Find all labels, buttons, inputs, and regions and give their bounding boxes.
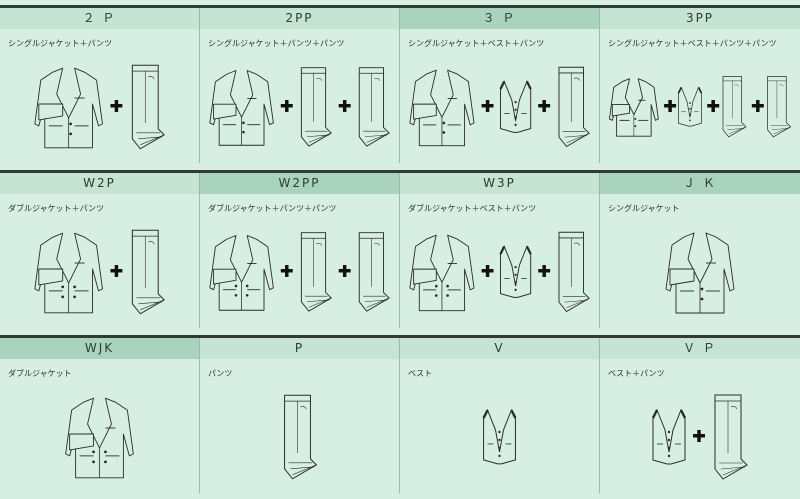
suit-illustration: [0, 378, 199, 488]
pants-icon: [714, 394, 748, 480]
pants-icon: [284, 394, 318, 480]
suit-description: パンツ: [208, 369, 233, 378]
plus-icon: [481, 265, 494, 277]
single-jacket-icon: [209, 70, 274, 146]
suit-illustration: [600, 213, 800, 323]
single-jacket-icon: [409, 69, 475, 147]
suit-row: W2P ダブルジャケット＋パンツ W2PP ダブルジャケット＋パンツ＋パンツ W3P ダブ…: [0, 170, 800, 328]
suit-description: シングルジャケット＋パンツ: [8, 39, 112, 48]
plus-icon: [538, 100, 551, 112]
plus-icon: [280, 265, 293, 277]
suit-code-header: W2P: [0, 173, 199, 194]
plus-icon: [280, 100, 293, 112]
vest-icon: [482, 408, 517, 465]
pants-icon: [358, 232, 390, 312]
plus-icon: [338, 100, 351, 112]
single-jacket-icon: [665, 232, 735, 314]
suit-cell: W2PP ダブルジャケット＋パンツ＋パンツ: [200, 173, 400, 328]
suit-code-header: Ｊ Ｋ: [600, 173, 800, 194]
plus-icon: [707, 100, 720, 112]
pants-icon: [300, 232, 332, 312]
suit-illustration: [0, 48, 199, 158]
suit-illustration: [600, 378, 800, 488]
suit-illustration: [200, 378, 399, 488]
vest-icon: [677, 86, 703, 127]
plus-icon: [538, 265, 551, 277]
vest-icon: [651, 408, 687, 465]
pants-icon: [131, 64, 165, 150]
suit-description: シングルジャケット＋パンツ＋パンツ: [208, 39, 345, 48]
suit-cell: WJK ダブルジャケット: [0, 338, 200, 493]
suit-illustration: [200, 213, 399, 323]
suit-description: ダブルジャケット＋パンツ: [8, 204, 104, 213]
suit-cell: Ｊ Ｋ シングルジャケット: [600, 173, 800, 328]
suit-cell: Ｖ Ｐ ベスト＋パンツ: [600, 338, 800, 493]
plus-icon: [338, 265, 351, 277]
suit-cell: V ベスト: [400, 338, 600, 493]
suit-cell: W3P ダブルジャケット＋ベスト＋パンツ: [400, 173, 600, 328]
single-jacket-icon: [34, 67, 103, 149]
suit-code-header: Ｖ Ｐ: [600, 338, 800, 359]
suit-description: ダブルジャケット＋パンツ＋パンツ: [208, 204, 337, 213]
plus-icon: [110, 100, 123, 112]
suit-cell: ３ Ｐ シングルジャケット＋ベスト＋パンツ: [400, 8, 600, 163]
plus-icon: [693, 430, 705, 442]
plus-icon: [751, 100, 764, 112]
double-jacket-icon: [34, 232, 103, 314]
suit-code-header: V: [400, 338, 599, 359]
plus-icon: [110, 265, 123, 277]
suit-row: WJK ダブルジャケット P パンツ V ベスト Ｖ Ｐ ベスト＋パンツ: [0, 335, 800, 493]
suit-code-header: ３ Ｐ: [400, 8, 599, 29]
suit-description: シングルジャケット: [608, 204, 680, 213]
pants-icon: [767, 76, 792, 138]
plus-icon: [664, 100, 677, 112]
suit-description: シングルジャケット＋ベスト＋パンツ: [408, 39, 545, 48]
suit-illustration: [400, 378, 599, 488]
suit-description: ダブルジャケット＋ベスト＋パンツ: [408, 204, 537, 213]
suit-illustration: [200, 48, 399, 158]
suit-code-header: 3PP: [600, 8, 800, 29]
double-jacket-icon: [409, 234, 475, 312]
pants-icon: [558, 66, 590, 148]
suit-description: ベスト: [408, 369, 433, 378]
suit-code-header: 2PP: [200, 8, 399, 29]
pants-icon: [558, 231, 590, 313]
suit-cell: P パンツ: [200, 338, 400, 493]
pants-icon: [722, 76, 747, 138]
suit-illustration: [0, 213, 199, 323]
suit-description: ダブルジャケット: [8, 369, 72, 378]
pants-icon: [300, 67, 332, 147]
suit-cell: ２ Ｐ シングルジャケット＋パンツ: [0, 8, 200, 163]
suit-code-header: ２ Ｐ: [0, 8, 199, 29]
plus-icon: [481, 100, 494, 112]
suit-code-header: W2PP: [200, 173, 399, 194]
suit-code-header: P: [200, 338, 399, 359]
single-jacket-icon: [608, 78, 659, 137]
pants-icon: [358, 67, 390, 147]
suit-cell: 2PP シングルジャケット＋パンツ＋パンツ: [200, 8, 400, 163]
suit-description: ベスト＋パンツ: [608, 369, 665, 378]
suit-row: ２ Ｐ シングルジャケット＋パンツ 2PP シングルジャケット＋パンツ＋パンツ ３ Ｐ シ…: [0, 5, 800, 163]
double-jacket-icon: [65, 397, 134, 479]
suit-description: シングルジャケット＋ベスト＋パンツ＋パンツ: [608, 39, 777, 48]
suit-code-header: W3P: [400, 173, 599, 194]
vest-icon: [499, 80, 532, 133]
pants-icon: [131, 229, 165, 315]
suit-cell: 3PP シングルジャケット＋ベスト＋パンツ＋パンツ: [600, 8, 800, 163]
suit-illustration: [400, 48, 599, 158]
vest-icon: [499, 245, 532, 298]
double-jacket-icon: [209, 235, 274, 311]
suit-illustration: [400, 213, 599, 323]
suit-code-header: WJK: [0, 338, 199, 359]
suit-illustration: [600, 48, 800, 158]
suit-cell: W2P ダブルジャケット＋パンツ: [0, 173, 200, 328]
